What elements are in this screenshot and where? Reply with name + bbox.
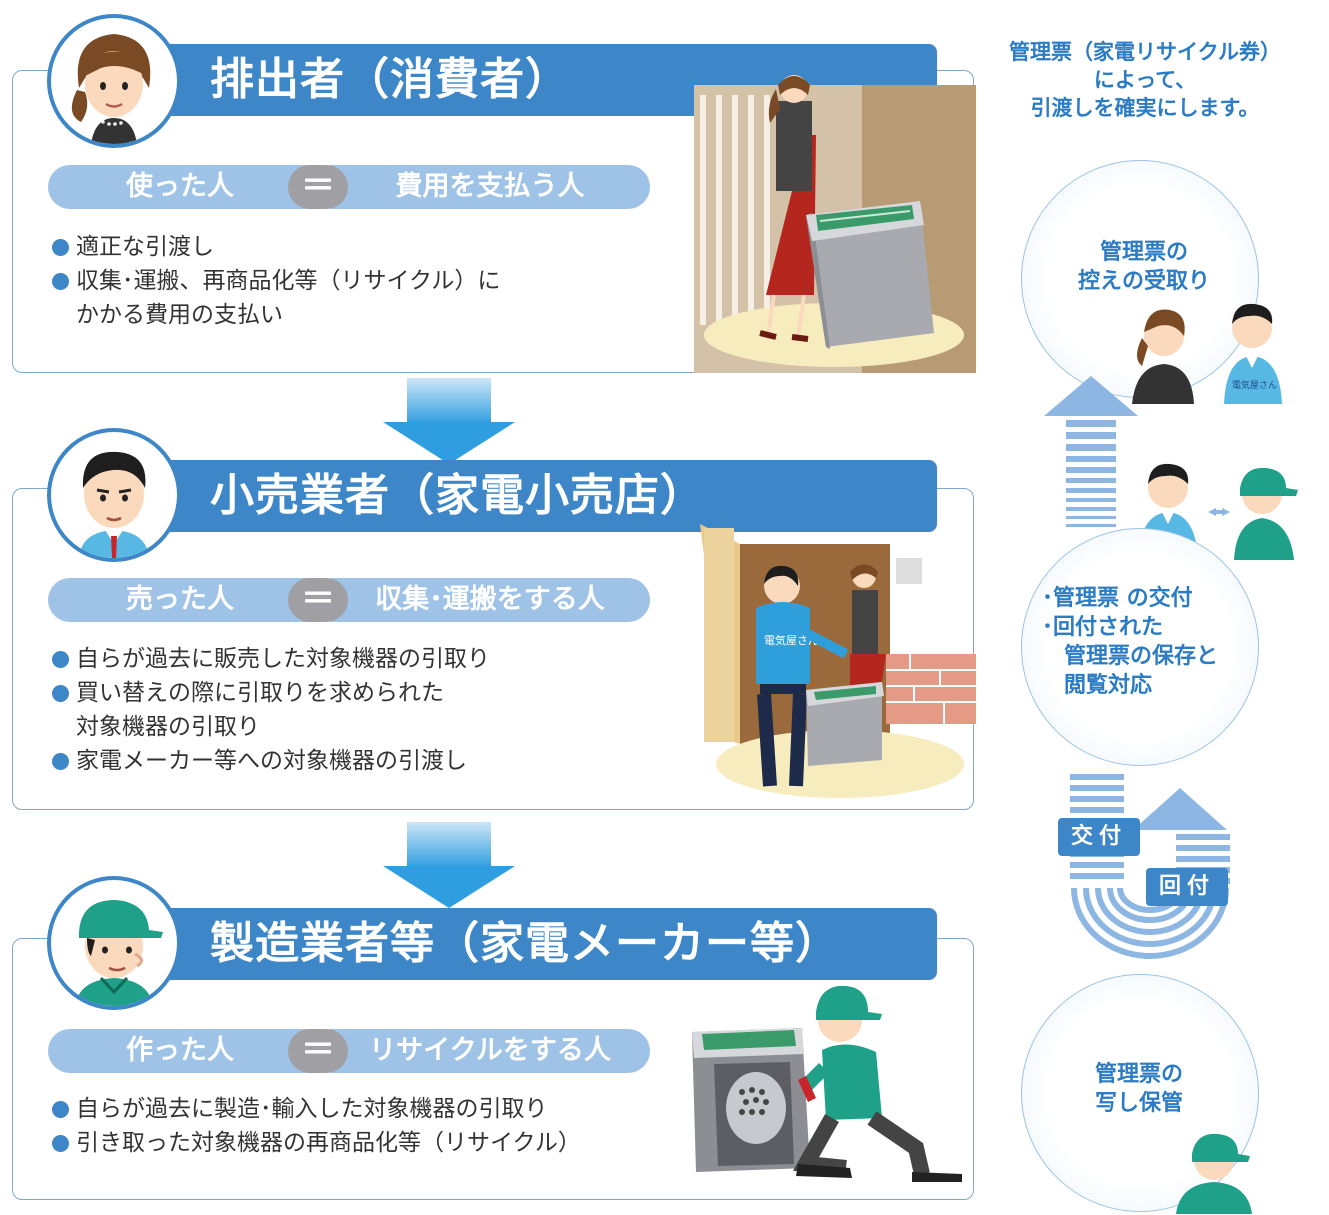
vest-label: 電気屋さん <box>1232 379 1277 391</box>
equals-badge: ＝ <box>288 165 348 209</box>
retailer-pickup-illustration: 電気屋さん <box>700 524 976 798</box>
list-item: 自らが過去に販売した対象機器の引取り <box>50 642 490 676</box>
section-manufacturer-title-band <box>165 908 937 980</box>
circle-line: ･管理票 の交付 <box>1042 586 1193 611</box>
side-note-line: 引渡しを確実にします。 <box>1030 96 1260 120</box>
manufacturer-avatar <box>47 876 181 1010</box>
section-retailer-title-band <box>165 460 937 532</box>
list-item: 収集･運搬、再商品化等（リサイクル）に <box>50 264 500 298</box>
retailer-avatar <box>47 428 181 562</box>
consumer-washing-machine-illustration <box>694 75 976 373</box>
side-note-line: によって、 <box>1093 68 1197 92</box>
section-consumer-title: 排出者（消費者） <box>210 54 570 105</box>
list-item: 自らが過去に製造･輸入した対象機器の引取り <box>50 1092 581 1126</box>
issue-circle <box>1021 528 1259 766</box>
vest-label: 電気屋さん <box>764 633 819 647</box>
manufacturer-duties-list: 自らが過去に製造･輸入した対象機器の引取り 引き取った対象機器の再商品化等（リサ… <box>50 1092 581 1160</box>
worker-icon <box>1176 1133 1252 1214</box>
section-retailer-title: 小売業者（家電小売店） <box>210 470 705 521</box>
equals-badge: ＝ <box>288 578 348 622</box>
customer-and-shopkeeper-icon: 電気屋さん <box>1132 303 1282 404</box>
storage-circle-text: 管理票の 写し保管 <box>1064 1060 1214 1118</box>
woman-face-icon <box>71 34 151 144</box>
circle-line: 管理票の保存と <box>1064 644 1219 669</box>
issue-circulate-u-arrow-icon <box>1070 774 1230 959</box>
issue-tag: 交付 <box>1058 818 1140 856</box>
worker-face-icon <box>75 900 163 1006</box>
section-manufacturer-title: 製造業者等（家電メーカー等） <box>210 918 840 969</box>
circle-line: 閲覧対応 <box>1064 673 1153 698</box>
consumer-avatar <box>47 14 181 148</box>
payer-role-pill: 費用を支払う人 <box>330 165 650 209</box>
collector-role-pill: 収集･運搬をする人 <box>330 578 650 622</box>
list-item: かかる費用の支払い <box>76 302 283 328</box>
circle-line: 管理票の <box>1094 1062 1183 1087</box>
shopkeeper-face-icon <box>79 451 149 558</box>
side-note-line: 管理票（家電リサイクル券） <box>1009 40 1281 64</box>
list-item: 引き取った対象機器の再商品化等（リサイクル） <box>50 1126 581 1160</box>
receipt-circle-text: 管理票の 控えの受取り <box>1064 238 1224 296</box>
user-role-pill: 使った人 <box>48 165 312 209</box>
list-item: 家電メーカー等への対象機器の引渡し <box>50 744 490 778</box>
circle-line: 管理票の <box>1099 240 1188 265</box>
seller-role-pill: 売った人 <box>48 578 312 622</box>
management-ticket-note: 管理票（家電リサイクル券） によって、 引渡しを確実にします。 <box>985 38 1305 122</box>
down-arrow-icon <box>383 378 515 464</box>
circle-line: 控えの受取り <box>1077 269 1210 294</box>
circle-line: ･回付された <box>1042 615 1164 640</box>
list-item: 買い替えの際に引取りを求められた <box>50 676 490 710</box>
recycler-role-pill: リサイクルをする人 <box>330 1029 650 1073</box>
circle-line: 写し保管 <box>1094 1091 1183 1116</box>
maker-role-pill: 作った人 <box>48 1029 312 1073</box>
shopkeeper-and-worker-icon: 電気屋さん <box>1138 463 1298 560</box>
up-arrow-icon <box>1044 376 1138 527</box>
retailer-duties-list: 自らが過去に販売した対象機器の引取り 買い替えの際に引取りを求められた 対象機器… <box>50 642 490 778</box>
down-arrow-icon <box>383 822 515 908</box>
manufacturer-recycling-illustration <box>692 985 962 1182</box>
list-item: 対象機器の引取り <box>76 714 260 740</box>
consumer-duties-list: 適正な引渡し 収集･運搬、再商品化等（リサイクル）に かかる費用の支払い <box>50 230 500 332</box>
circulate-tag: 回付 <box>1146 868 1228 906</box>
issue-circle-text: ･管理票 の交付 ･回付された 管理票の保存と 閲覧対応 <box>1042 584 1218 700</box>
list-item: 適正な引渡し <box>50 230 500 264</box>
equals-badge: ＝ <box>288 1029 348 1073</box>
